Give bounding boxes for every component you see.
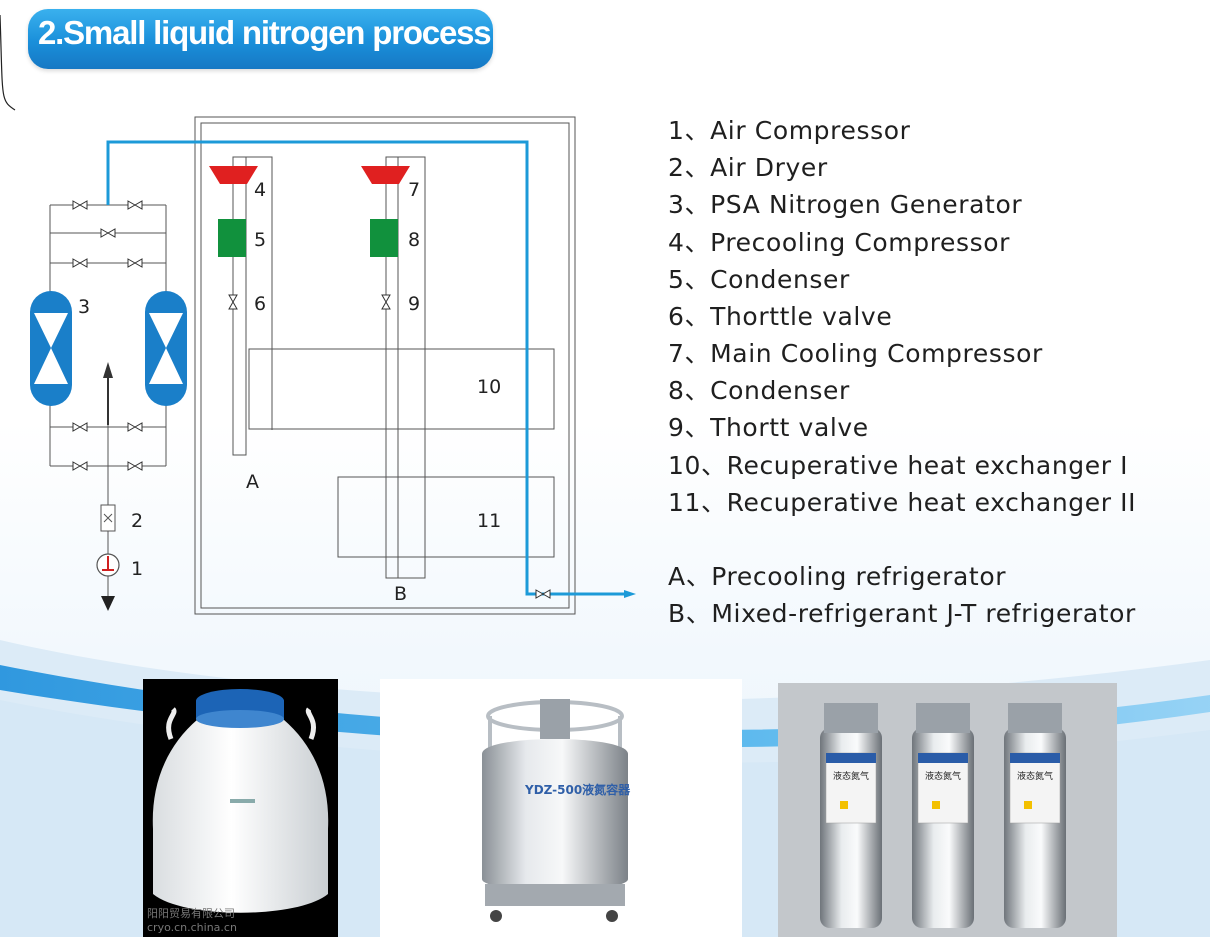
photo-ydz-500-tank: YDZ-500液氮容器 [380, 679, 742, 937]
flow-arrow-head [103, 362, 113, 378]
photo-liquid-nitrogen-cylinders: 液态氮气 液态氮气 液态氮气 [778, 683, 1117, 937]
legend-item-5: 5、Condenser [668, 265, 850, 294]
label-4: 4 [254, 179, 266, 201]
legend-item-9: 9、Thortt valve [668, 413, 869, 442]
label-3: 3 [78, 296, 90, 318]
condenser-5-icon [218, 219, 246, 257]
tank-label: YDZ-500液氮容器 [524, 782, 631, 797]
label-b: B [394, 583, 407, 605]
main-cooling-compressor-icon [361, 166, 410, 184]
legend-refrigerator-a: A、Precooling refrigerator [668, 562, 1007, 591]
nitrogen-product-pipe [106, 140, 628, 596]
page-title: 2.Small liquid nitrogen process [38, 14, 492, 51]
process-diagram: 1 2 3 4 5 6 7 8 9 10 11 A B [30, 116, 636, 615]
label-5: 5 [254, 229, 266, 251]
cold-box-inner-frame [200, 122, 570, 609]
label-1: 1 [131, 558, 143, 580]
legend-item-2: 2、Air Dryer [668, 153, 828, 182]
watermark-url: cryo.cn.china.cn [147, 921, 237, 934]
heat-exchanger-10 [248, 348, 555, 430]
cylinder-label-2: 液态氮气 [925, 770, 961, 782]
loop-a-pipe [232, 156, 273, 456]
condenser-8-icon [370, 219, 398, 257]
precooling-compressor-icon [209, 166, 258, 184]
loop-b-pipe [385, 156, 426, 579]
legend-item-7: 7、Main Cooling Compressor [668, 339, 1043, 368]
legend-item-11: 11、Recuperative heat exchanger II [668, 488, 1137, 517]
product-outlet-arrow [624, 590, 636, 598]
inlet-filter-icon [101, 596, 115, 611]
photo-liquid-nitrogen-dewar: 阳阳贸易有限公司 cryo.cn.china.cn [143, 679, 338, 937]
label-8: 8 [408, 229, 420, 251]
legend-item-3: 3、PSA Nitrogen Generator [668, 190, 1023, 219]
psa-piping [49, 204, 167, 580]
label-a: A [246, 471, 259, 493]
legend-item-1: 1、Air Compressor [668, 116, 911, 145]
heat-exchanger-11 [337, 476, 555, 558]
label-11: 11 [477, 510, 501, 532]
throttle-valve-6-icon [228, 294, 238, 310]
label-7: 7 [408, 179, 420, 201]
cylinder-label-3: 液态氮气 [1017, 770, 1053, 782]
watermark-company: 阳阳贸易有限公司 [147, 907, 235, 920]
label-9: 9 [408, 293, 420, 315]
legend-item-4: 4、Precooling Compressor [668, 228, 1011, 257]
outlet-valve-icon [535, 589, 551, 599]
title-banner [28, 9, 493, 69]
adsorber-right-icon [145, 291, 187, 406]
throttle-valve-9-icon [381, 294, 391, 310]
label-2: 2 [131, 510, 143, 532]
label-6: 6 [254, 293, 266, 315]
cold-box-outer-frame [194, 116, 576, 615]
legend-item-6: 6、Thorttle valve [668, 302, 893, 331]
cylinder-label-1: 液态氮气 [833, 770, 869, 782]
legend-refrigerator-b: B、Mixed-refrigerant J-T refrigerator [668, 599, 1136, 628]
legend-item-8: 8、Condenser [668, 376, 850, 405]
label-10: 10 [477, 376, 501, 398]
adsorber-left-icon [30, 291, 72, 406]
legend-item-10: 10、Recuperative heat exchanger I [668, 451, 1129, 480]
